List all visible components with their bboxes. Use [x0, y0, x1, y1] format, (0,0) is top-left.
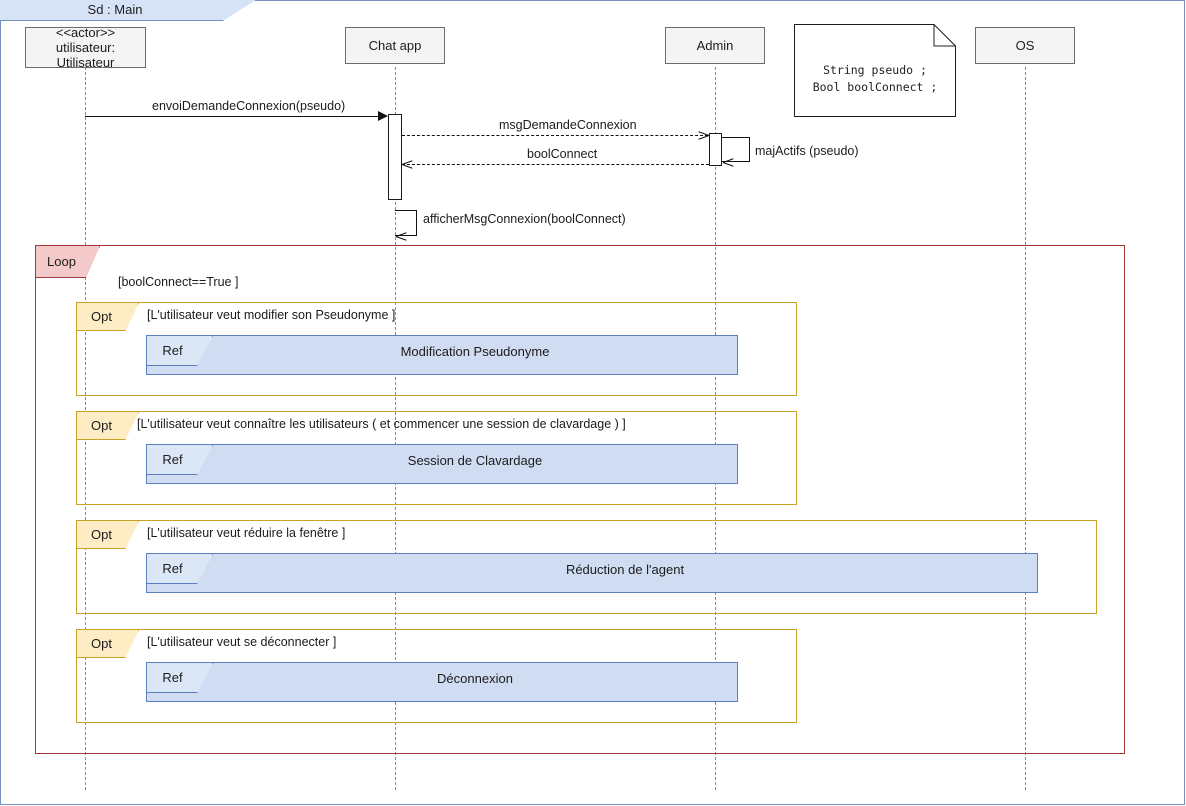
fragment-opt-1-guard: [L'utilisateur veut modifier son Pseudon…	[147, 308, 396, 322]
ref-block-4-operator: Ref	[147, 663, 213, 693]
fragment-opt-2-operator-label: Opt	[91, 418, 112, 433]
self-message-maj-actifs	[722, 137, 750, 162]
message-label-afficher-msg-connexion: afficherMsgConnexion(boolConnect)	[423, 212, 626, 226]
fragment-opt-1[interactable]: Opt [L'utilisateur veut modifier son Pse…	[76, 302, 797, 396]
note-line-1: String pseudo ;	[823, 63, 927, 77]
ref-block-4[interactable]: Ref Déconnexion	[146, 662, 738, 702]
fragment-opt-4[interactable]: Opt [L'utilisateur veut se déconnecter ]…	[76, 629, 797, 723]
fragment-opt-4-operator-label: Opt	[91, 636, 112, 651]
lifeline-os	[1025, 67, 1026, 790]
message-line-msg-demande-connexion	[402, 135, 708, 136]
note-shape-icon	[794, 24, 956, 117]
fragment-opt-4-operator: Opt	[77, 630, 139, 658]
message-label-msg-demande-connexion: msgDemandeConnexion	[499, 118, 637, 132]
lifeline-admin	[715, 67, 716, 790]
frame-tab-label: Sd : Main	[87, 2, 143, 17]
self-message-afficher-msg-connexion	[395, 210, 417, 236]
lifeline-head-admin[interactable]: Admin	[665, 27, 765, 64]
lifeline-label-os: OS	[1015, 38, 1035, 53]
fragment-opt-4-guard: [L'utilisateur veut se déconnecter ]	[147, 635, 337, 649]
ref-block-3-operator-label: Ref	[162, 561, 183, 576]
fragment-loop[interactable]: Loop [boolConnect==True ] Opt [L'utilisa…	[35, 245, 1125, 754]
ref-block-2-operator-label: Ref	[162, 452, 183, 467]
fragment-opt-2-operator: Opt	[77, 412, 139, 440]
ref-block-4-operator-label: Ref	[162, 670, 183, 685]
arrowhead-envoi-demande-connexion	[378, 111, 388, 121]
activation-admin	[709, 133, 722, 166]
fragment-loop-guard: [boolConnect==True ]	[118, 275, 239, 289]
lifeline-label-utilisateur: utilisateur: Utilisateur	[55, 40, 116, 70]
ref-block-2-operator: Ref	[147, 445, 213, 475]
note-text: String pseudo ; Bool boolConnect ;	[794, 62, 956, 96]
fragment-opt-3-operator-label: Opt	[91, 527, 112, 542]
fragment-opt-3-guard: [L'utilisateur veut réduire la fenêtre ]	[147, 526, 346, 540]
lifeline-label-admin: Admin	[696, 38, 734, 53]
fragment-opt-2[interactable]: Opt [L'utilisateur veut connaître les ut…	[76, 411, 797, 505]
ref-block-4-title: Déconnexion	[437, 670, 513, 686]
note-line-2: Bool boolConnect ;	[812, 80, 938, 94]
ref-block-1[interactable]: Ref Modification Pseudonyme	[146, 335, 738, 375]
ref-block-1-title: Modification Pseudonyme	[400, 343, 550, 359]
ref-block-2-title: Session de Clavardage	[407, 452, 543, 468]
fragment-opt-3-operator: Opt	[77, 521, 139, 549]
fragment-opt-2-guard: [L'utilisateur veut connaître les utilis…	[137, 417, 626, 431]
fragment-opt-3[interactable]: Opt [L'utilisateur veut réduire la fenêt…	[76, 520, 1097, 614]
lifeline-stereotype-utilisateur: <<actor>>	[55, 25, 116, 40]
lifeline-head-utilisateur[interactable]: <<actor>> utilisateur: Utilisateur	[25, 25, 146, 70]
fragment-loop-operator: Loop	[36, 246, 100, 278]
lifeline-head-chat-app[interactable]: Chat app	[345, 27, 445, 64]
ref-block-3[interactable]: Ref Réduction de l'agent	[146, 553, 1038, 593]
note-variables: String pseudo ; Bool boolConnect ;	[794, 24, 956, 117]
message-line-envoi-demande-connexion	[85, 116, 378, 117]
lifeline-label-chat-app: Chat app	[368, 38, 422, 53]
message-line-bool-connect	[402, 164, 709, 165]
lifeline-head-os[interactable]: OS	[975, 27, 1075, 64]
fragment-opt-1-operator-label: Opt	[91, 309, 112, 324]
message-label-bool-connect: boolConnect	[527, 147, 598, 161]
message-label-maj-actifs: majActifs (pseudo)	[755, 144, 859, 158]
ref-block-2[interactable]: Ref Session de Clavardage	[146, 444, 738, 484]
ref-block-3-operator: Ref	[147, 554, 213, 584]
activation-chat-app	[388, 114, 402, 200]
fragment-opt-1-operator: Opt	[77, 303, 139, 331]
ref-block-1-operator: Ref	[147, 336, 213, 366]
lifeline-chat-app	[395, 67, 396, 790]
ref-block-3-title: Réduction de l'agent	[565, 561, 685, 577]
ref-block-1-operator-label: Ref	[162, 343, 183, 358]
fragment-loop-operator-label: Loop	[47, 254, 76, 269]
message-label-envoi-demande-connexion: envoiDemandeConnexion(pseudo)	[152, 99, 346, 113]
